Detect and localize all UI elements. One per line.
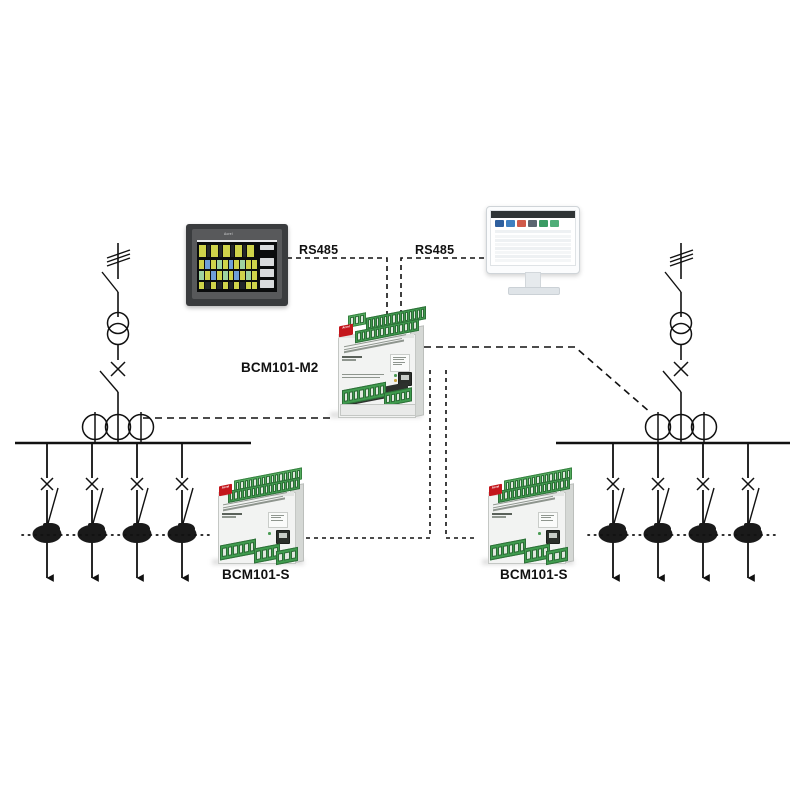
brand-logo-text: Acrel xyxy=(491,484,500,490)
bcm101-s-label-left: BCM101-S xyxy=(222,567,290,582)
hmi-side-button-1[interactable] xyxy=(260,258,274,266)
status-led-run xyxy=(394,374,397,377)
ct-sensor xyxy=(77,523,107,543)
spec-label-window xyxy=(268,512,288,528)
left-ct-group xyxy=(81,412,155,443)
hmi-data-row-3 xyxy=(199,282,258,289)
monitor-table-row xyxy=(495,235,571,238)
hmi-screen-button[interactable] xyxy=(260,245,274,250)
monitor-screen[interactable] xyxy=(490,210,576,266)
rj45-port[interactable] xyxy=(546,530,560,544)
left-feeders xyxy=(40,443,194,582)
bcm101-m2-module[interactable]: Acrel xyxy=(322,306,428,422)
rs485-link-hmi xyxy=(287,257,388,318)
ct-sensor xyxy=(688,523,718,543)
status-led-comm xyxy=(394,379,397,382)
din-rail-foot xyxy=(340,404,416,416)
hmi-screen[interactable] xyxy=(197,240,277,292)
ct-sensor xyxy=(122,523,152,543)
monitor-table-row xyxy=(495,259,571,262)
spec-label-window xyxy=(538,512,558,528)
monitor-table-row xyxy=(495,247,571,250)
status-led-run xyxy=(538,532,541,535)
monitor-table-row xyxy=(495,239,571,242)
lower-print-rows xyxy=(342,374,386,379)
rj45-port[interactable] xyxy=(276,530,290,544)
ct-sensor xyxy=(32,523,62,543)
monitoring-software-pc[interactable] xyxy=(484,206,584,302)
ct-sensor xyxy=(733,523,763,543)
monitor-table-header xyxy=(495,230,571,233)
hmi-data-row-2 xyxy=(199,271,258,280)
rs485-link-monitor xyxy=(400,257,484,318)
status-led-run xyxy=(268,532,271,535)
spec-label-window xyxy=(390,354,410,372)
ct-sensor xyxy=(167,523,197,543)
ct-sensor xyxy=(598,523,628,543)
right-ct-group xyxy=(644,412,718,443)
rs485-label-left: RS485 xyxy=(299,243,339,257)
bcm101-s-module-left[interactable]: Acrel xyxy=(204,467,310,568)
hmi-side-button-2[interactable] xyxy=(260,269,274,277)
hmi-chart-row xyxy=(199,245,257,257)
bcm101-m2-label: BCM101-M2 xyxy=(241,360,319,375)
hmi-data-row-1 xyxy=(199,260,258,269)
monitor-titlebar xyxy=(491,211,575,218)
hmi-brand-label: Acrel xyxy=(224,232,233,236)
monitor-toolbar-tabs[interactable] xyxy=(495,220,571,227)
monitor-stand-base xyxy=(508,287,560,295)
monitor-table-row xyxy=(495,255,571,258)
case-brand-print xyxy=(222,513,244,519)
brand-logo-text: Acrel xyxy=(342,324,350,330)
ct-sensor xyxy=(643,523,673,543)
left-incoming-branch xyxy=(99,243,131,443)
link-m2-slave-right xyxy=(445,370,476,539)
hmi-side-button-3[interactable] xyxy=(260,280,274,288)
case-brand-print xyxy=(492,513,514,519)
brand-logo-text: Acrel xyxy=(221,484,230,490)
ct-sensors xyxy=(32,523,763,543)
bcm101-s-label-right: BCM101-S xyxy=(500,567,568,582)
right-feeders xyxy=(606,443,760,582)
right-incoming-branch xyxy=(662,243,694,443)
hmi-screen-topbar xyxy=(197,240,277,242)
case-brand-print xyxy=(342,356,364,362)
rs485-label-right: RS485 xyxy=(415,243,455,257)
bcm101-s-module-right[interactable]: Acrel xyxy=(474,467,580,568)
monitor-table-row xyxy=(495,251,571,254)
link-m2-right-ct xyxy=(424,346,652,414)
hmi-touch-panel[interactable]: Acrel xyxy=(186,224,288,306)
monitor-table-row xyxy=(495,243,571,246)
